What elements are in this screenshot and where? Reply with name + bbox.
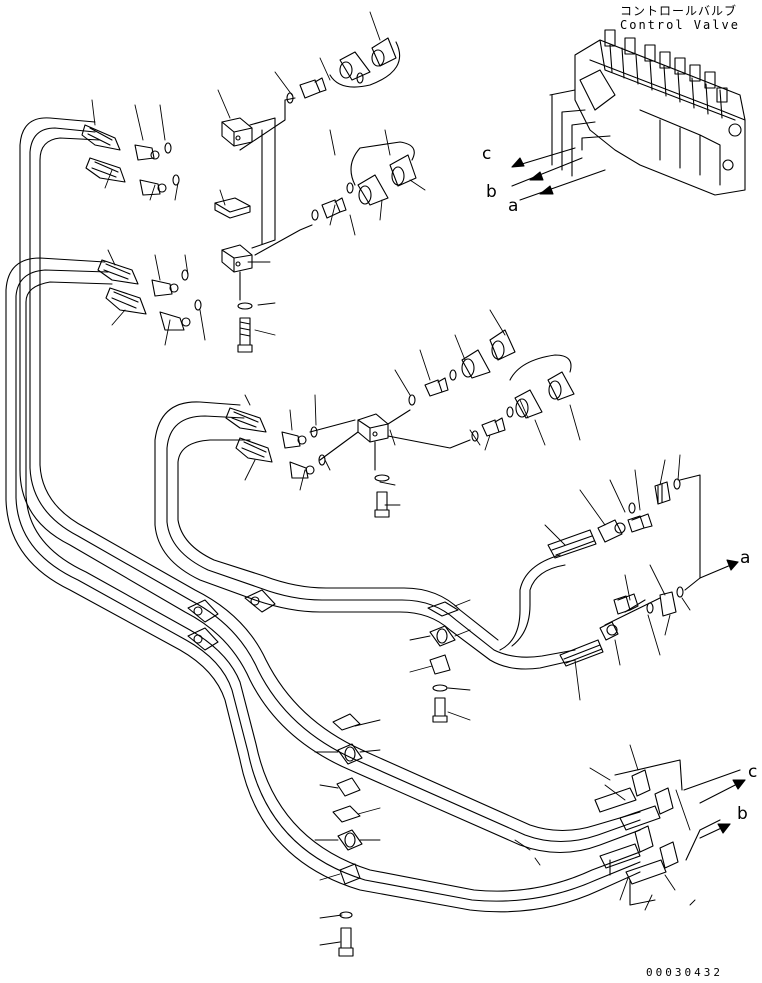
port-label-right-c: c (748, 762, 758, 782)
control-valve-title-jp: コントロールバルブ (620, 4, 738, 18)
fittings-upper-right (240, 38, 416, 255)
drawing-number: 00030432 (646, 966, 723, 979)
pipe-runs (6, 118, 640, 912)
fittings-right (548, 475, 700, 666)
control-valve-title-en: Control Valve (620, 18, 740, 32)
hose-fittings-upper (82, 125, 201, 330)
port-label-right-a: a (740, 548, 751, 568)
fittings-lower-right (595, 760, 740, 905)
mounting-blocks (215, 118, 275, 352)
fittings-middle (226, 330, 574, 517)
port-label-top-a: a (508, 196, 519, 216)
leader-lines (92, 12, 695, 945)
port-label-top-c: c (482, 144, 492, 164)
port-label-top-b: b (486, 182, 497, 202)
port-label-right-b: b (737, 804, 748, 824)
control-valve (575, 30, 745, 195)
pipe-clamps (188, 590, 458, 956)
